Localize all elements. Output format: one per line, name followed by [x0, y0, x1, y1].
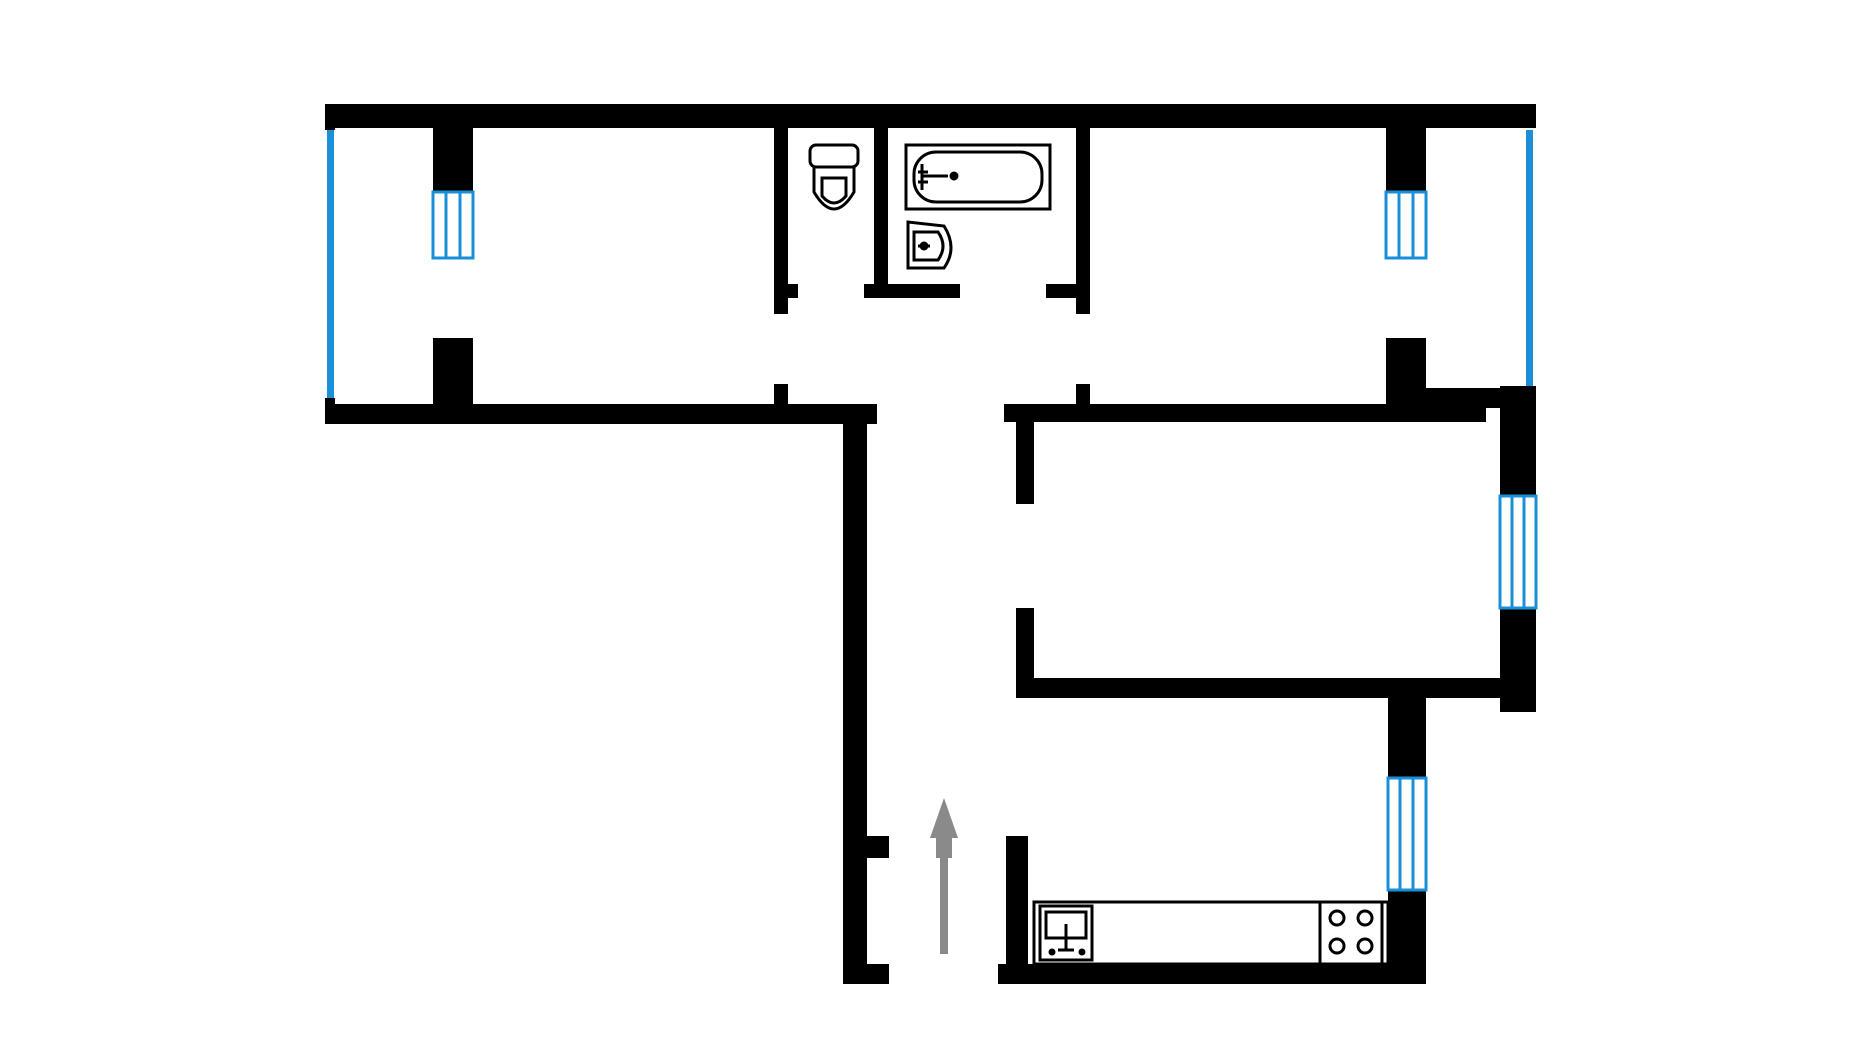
kitchen-counter: [1032, 900, 1390, 966]
wall-hallway-left-jamb1: [843, 836, 889, 858]
wall-wc-left: [774, 124, 788, 314]
wall-middle-left-upper: [1016, 404, 1034, 504]
toilet-icon: [808, 143, 860, 211]
room-middle-room: [1036, 423, 1500, 677]
room-kitchen: [1036, 710, 1414, 972]
walls: [325, 104, 1536, 984]
wall-bath-right: [1076, 124, 1090, 314]
wall-kitchen-left: [1006, 836, 1028, 984]
window-right-pier: [1384, 190, 1428, 260]
window-kitchen: [1386, 776, 1428, 892]
wall-right-outer-upper: [1500, 386, 1536, 496]
window-right-outer: [1526, 130, 1533, 386]
window-left-outer: [327, 130, 334, 398]
wall-bath-bottom: [864, 284, 960, 298]
room-left-bedroom: [340, 126, 780, 408]
wall-wc-right: [874, 124, 888, 298]
room-wc: [792, 126, 876, 296]
wall-kitchen-right-upper: [1388, 698, 1426, 778]
room-right-bedroom: [1090, 126, 1516, 382]
wall-kitchen-bottom: [998, 964, 1426, 984]
rooms-layer: [340, 126, 1516, 980]
windows: [327, 130, 1538, 892]
entrance-arrow-icon: [930, 798, 958, 954]
wall-pier-left-upper: [433, 124, 473, 192]
wall-wc-left-stub: [774, 384, 788, 408]
wall-left-bedroom-bottom: [325, 404, 877, 424]
window-left-pier: [431, 190, 475, 260]
wall-left-top-cap: [325, 104, 335, 130]
wall-top: [325, 104, 1536, 128]
wall-hallway-right-top: [1004, 404, 1034, 422]
wall-pier-right-lower: [1386, 338, 1426, 408]
wall-hallway-left-jamb2: [843, 964, 889, 984]
wall-pier-left-lower: [433, 338, 473, 408]
washbasin-icon: [906, 220, 953, 270]
wall-right-stub: [1076, 384, 1090, 408]
stove-icon: [1318, 900, 1384, 966]
bathtub-icon: [904, 143, 1052, 211]
wall-middle-bottom: [1016, 678, 1536, 698]
wall-middle-top: [1004, 404, 1486, 422]
window-middle-room: [1498, 494, 1538, 610]
wall-bath-right-jamb: [1046, 284, 1090, 298]
wall-middle-left-lower: [1016, 608, 1034, 694]
wall-hallway-left: [843, 404, 867, 984]
wall-wc-left-jamb: [774, 284, 798, 298]
wall-pier-right-upper: [1386, 124, 1426, 192]
sink-icon: [1038, 904, 1094, 962]
